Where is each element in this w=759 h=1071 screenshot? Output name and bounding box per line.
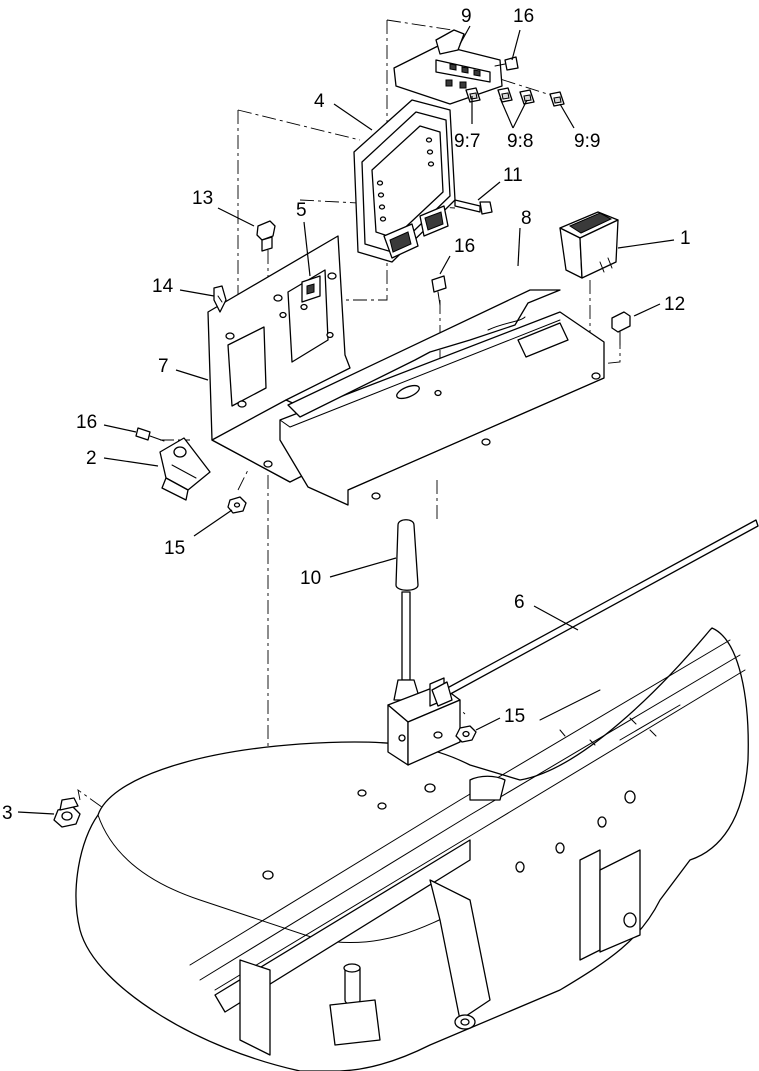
callout-7: 7 [158,356,169,377]
callout-15-lower: 15 [504,706,525,727]
screw-part-16-middle [431,275,447,306]
callout-2: 2 [86,448,97,469]
callout-6: 6 [514,592,525,613]
controller-part-4 [353,99,456,263]
callout-9-8: 9:8 [507,131,533,152]
switch-part-1 [559,211,619,279]
screw-part-13 [256,220,276,252]
callout-13: 13 [192,188,213,209]
connector-part-5 [301,275,321,303]
callout-16-middle: 16 [454,236,475,257]
callout-12: 12 [664,294,685,315]
lever-assembly [387,519,461,766]
bolt-part-11 [454,199,493,215]
callout-9: 9 [461,6,472,27]
callout-labels: 1 2 3 4 5 6 7 8 9 9:7 9:8 9:9 10 11 12 1… [2,6,691,824]
nut-part-15-lower [455,725,477,743]
callout-14: 14 [152,276,174,297]
callout-9-9: 9:9 [574,131,600,152]
nut-part-15-upper [227,496,247,514]
callout-4: 4 [314,91,325,112]
screw-part-16-left [135,427,165,442]
callout-15-upper: 15 [164,538,185,559]
gasket-part-8 [287,289,561,418]
callout-9-7: 9:7 [454,131,480,152]
callout-16-left: 16 [76,412,97,433]
screw-part-12 [611,311,631,346]
leader-lines [17,25,675,815]
callout-5: 5 [296,200,307,221]
callout-10: 10 [300,568,321,589]
callout-11: 11 [503,165,523,186]
callout-8: 8 [521,208,532,229]
fuse-block-part-9 [393,29,503,105]
cable-part [431,519,759,707]
alarm-part-2 [159,437,211,501]
clip-part-14 [213,285,227,313]
callout-1: 1 [680,228,691,249]
callout-16-top: 16 [513,6,534,27]
fuses [465,87,565,107]
nut-part-3 [53,797,81,828]
callout-3: 3 [2,803,13,824]
main-tray [279,311,605,506]
